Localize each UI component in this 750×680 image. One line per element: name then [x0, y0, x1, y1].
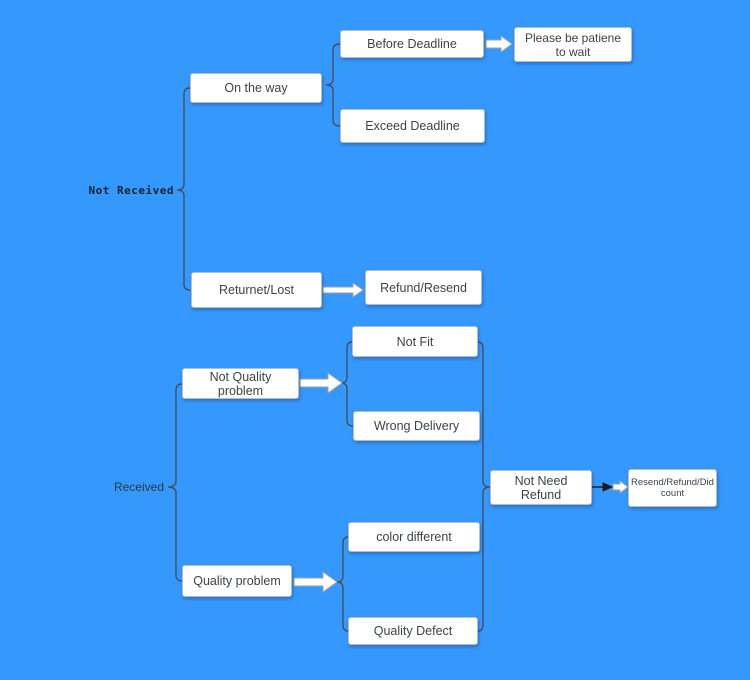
brace-not-received	[176, 87, 191, 291]
branch-label-not-received: Not Received	[88, 184, 174, 197]
node-quality-problem: Quality problem	[182, 565, 292, 597]
node-color-different: color different	[348, 522, 480, 552]
node-quality-defect: Quality Defect	[348, 617, 478, 645]
node-refund-resend: Refund/Resend	[365, 270, 482, 305]
node-on-the-way: On the way	[190, 73, 322, 103]
brace-on-the-way	[325, 43, 341, 127]
node-not-need-refund: Not Need Refund	[490, 470, 592, 505]
node-not-fit: Not Fit	[352, 326, 478, 357]
arrow-not-quality-to-children	[299, 372, 343, 394]
arrow-white-to-resend-refund	[612, 480, 629, 494]
brace-merge-right	[477, 341, 491, 632]
node-exceed-deadline: Exceed Deadline	[340, 109, 485, 143]
arrow-quality-to-children	[293, 571, 338, 593]
node-resend-refund-did-count: Resend/Refund/Did count	[628, 469, 717, 507]
brace-received	[167, 383, 183, 582]
arrow-before-deadline-to-wait	[485, 35, 513, 53]
node-before-deadline: Before Deadline	[340, 30, 484, 58]
arrow-returnet-to-refund	[322, 282, 364, 298]
branch-label-received: Received	[113, 480, 164, 494]
block-arrow-group	[293, 35, 629, 593]
node-not-quality-problem: Not Quality problem	[182, 368, 299, 399]
node-returnet-lost: Returnet/Lost	[191, 272, 322, 308]
node-wrong-delivery: Wrong Delivery	[353, 411, 480, 441]
brace-quality-problem	[336, 536, 349, 632]
dark-arrow-group	[592, 482, 614, 492]
dark-arrow-head	[602, 482, 614, 492]
node-please-wait: Please be patiene to wait	[514, 27, 632, 62]
